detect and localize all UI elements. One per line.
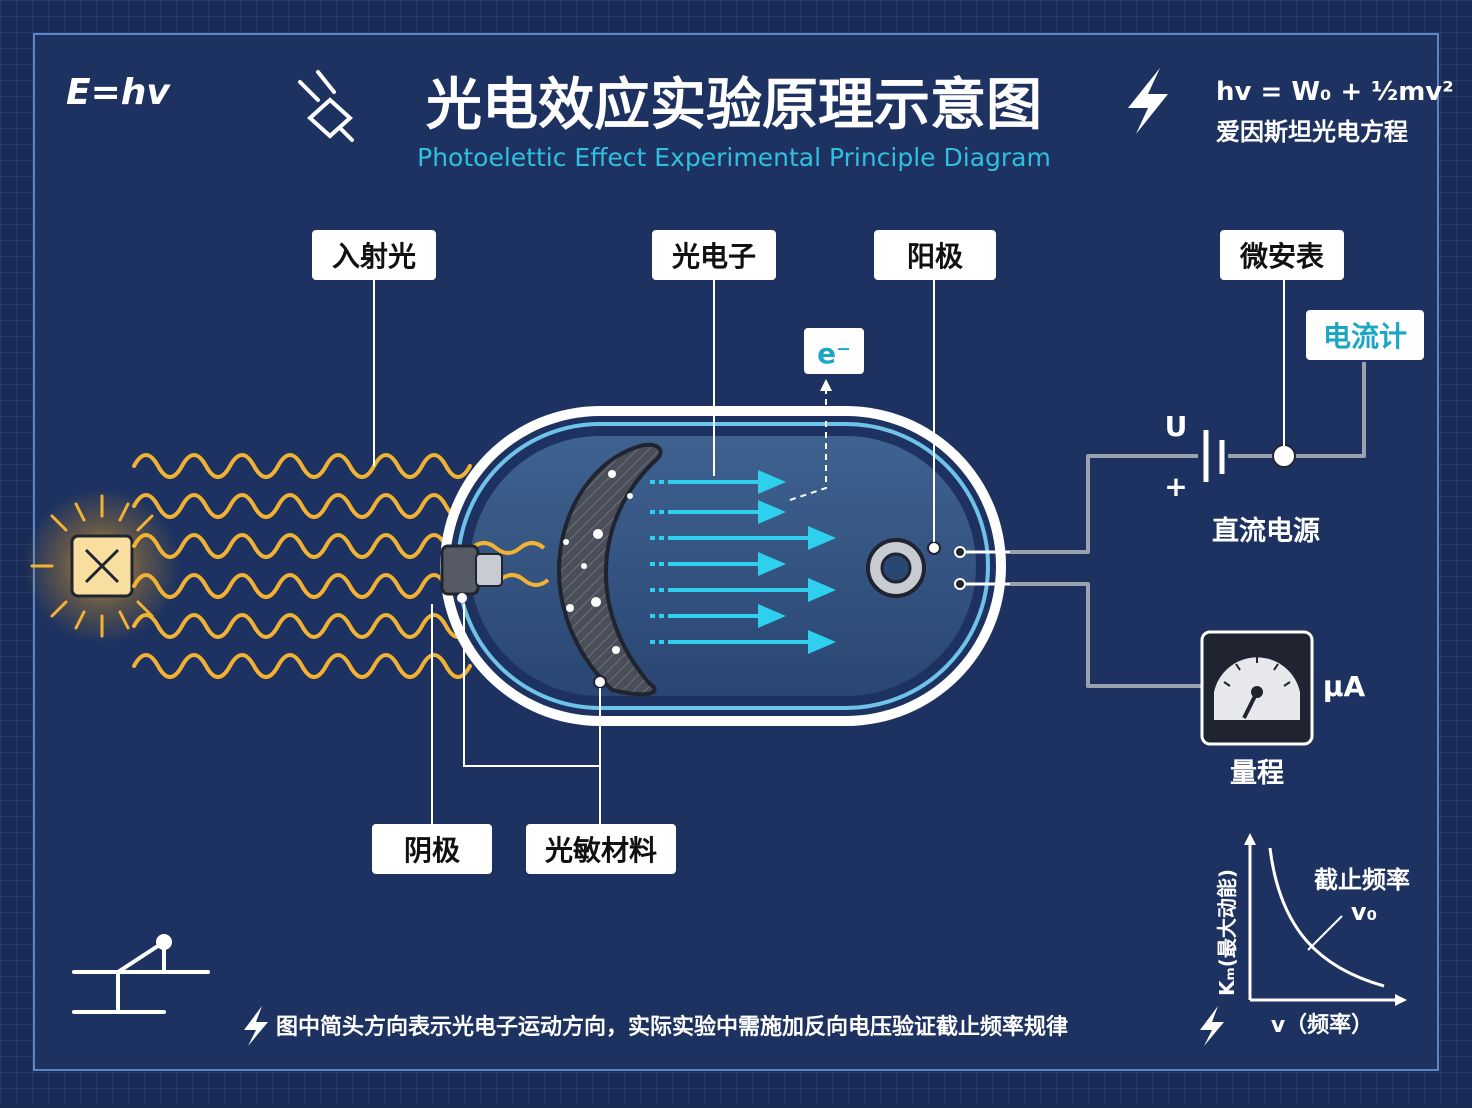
graph-xlabel: v（频率） xyxy=(1271,1012,1373,1038)
electron-arrowhead-6 xyxy=(758,604,786,628)
callout-incident-light: 入射光 xyxy=(312,230,436,280)
photoelectron-arrows xyxy=(650,470,836,654)
ammeter-gauge-icon xyxy=(1200,630,1314,746)
photoelectron-label: 光电子 xyxy=(671,240,756,273)
formula-left: E=hv xyxy=(66,72,171,113)
plug-icon xyxy=(298,70,354,142)
callout-cathode: 阴极 xyxy=(372,824,492,874)
cutoff-symbol: v₀ xyxy=(1351,898,1377,926)
electron-arrowhead-5 xyxy=(808,578,836,602)
electron-symbol: e⁻ xyxy=(817,337,851,370)
light-window xyxy=(440,544,503,603)
graph-ylabel: Kₘ(最大动能) xyxy=(1215,869,1239,996)
light-wave-6 xyxy=(132,653,472,679)
graph-pointer xyxy=(1307,915,1343,951)
einstein-caption: 爱因斯坦光电方程 xyxy=(1216,118,1408,146)
voltage-label: U xyxy=(1165,410,1188,443)
graph-curve xyxy=(1268,847,1385,988)
range-label: 量程 xyxy=(1230,758,1284,789)
cathode-label: 阴极 xyxy=(404,834,460,867)
light-rays xyxy=(30,494,154,638)
leader-lines xyxy=(373,280,1285,824)
footer-lightning-left-icon xyxy=(244,1006,268,1046)
photosensitive-label: 光敏材料 xyxy=(544,834,657,867)
unit-ua: μA xyxy=(1323,670,1366,703)
callout-microammeter: 微安表 xyxy=(1220,230,1344,280)
tube-terminals xyxy=(954,546,1010,590)
callout-ammeter: 电流计 xyxy=(1306,310,1424,360)
tube-wave-2 xyxy=(498,573,550,587)
cathode-plate xyxy=(557,442,663,697)
light-wave-3 xyxy=(132,533,472,559)
ammeter-label: 电流计 xyxy=(1323,320,1407,353)
circuit-symbol-icon xyxy=(72,934,210,1014)
anode-electrode xyxy=(866,538,941,598)
electron-arrowhead-3 xyxy=(808,526,836,550)
footer-lightning-right-icon xyxy=(1200,1006,1224,1046)
tube-wave-1 xyxy=(470,541,546,555)
callout-photoelectron: 光电子 xyxy=(652,230,776,280)
subtitle: Photoelettic Effect Experimental Princip… xyxy=(417,143,1051,172)
cutoff-label: 截止频率 xyxy=(1314,866,1410,894)
energy-frequency-graph xyxy=(1244,833,1407,1006)
dc-source-label: 直流电源 xyxy=(1212,516,1320,547)
incident-light-waves xyxy=(132,453,472,679)
dc-battery xyxy=(1203,430,1296,482)
lightning-icon xyxy=(1128,68,1168,134)
circuit-wires xyxy=(1010,362,1366,688)
electron-arrowhead-7 xyxy=(808,630,836,654)
emitted-electron-path xyxy=(789,379,832,501)
electron-arrowhead-4 xyxy=(758,552,786,576)
light-wave-4 xyxy=(132,573,472,599)
einstein-formula: hv = W₀ + ½mv² xyxy=(1216,77,1454,107)
light-source-icon xyxy=(70,534,134,598)
anode-label: 阳极 xyxy=(907,240,963,273)
electron-arrowhead-2 xyxy=(758,500,786,524)
callout-photosensitive: 光敏材料 xyxy=(526,824,676,874)
callout-electron: e⁻ xyxy=(804,328,864,374)
light-wave-2 xyxy=(132,493,472,519)
light-wave-1 xyxy=(132,453,472,479)
plus-label: + xyxy=(1164,470,1187,503)
light-wave-5 xyxy=(132,613,472,639)
main-title: 光电效应实验原理示意图 xyxy=(426,73,1042,138)
microammeter-label: 微安表 xyxy=(1239,240,1324,273)
footer-note: 图中简头方向表示光电子运动方向，实际实验中需施加反向电压验证截止频率规律 xyxy=(276,1014,1068,1040)
electron-arrowhead-1 xyxy=(758,470,786,494)
incident-light-label: 入射光 xyxy=(332,240,416,273)
callout-anode: 阳极 xyxy=(874,230,996,280)
